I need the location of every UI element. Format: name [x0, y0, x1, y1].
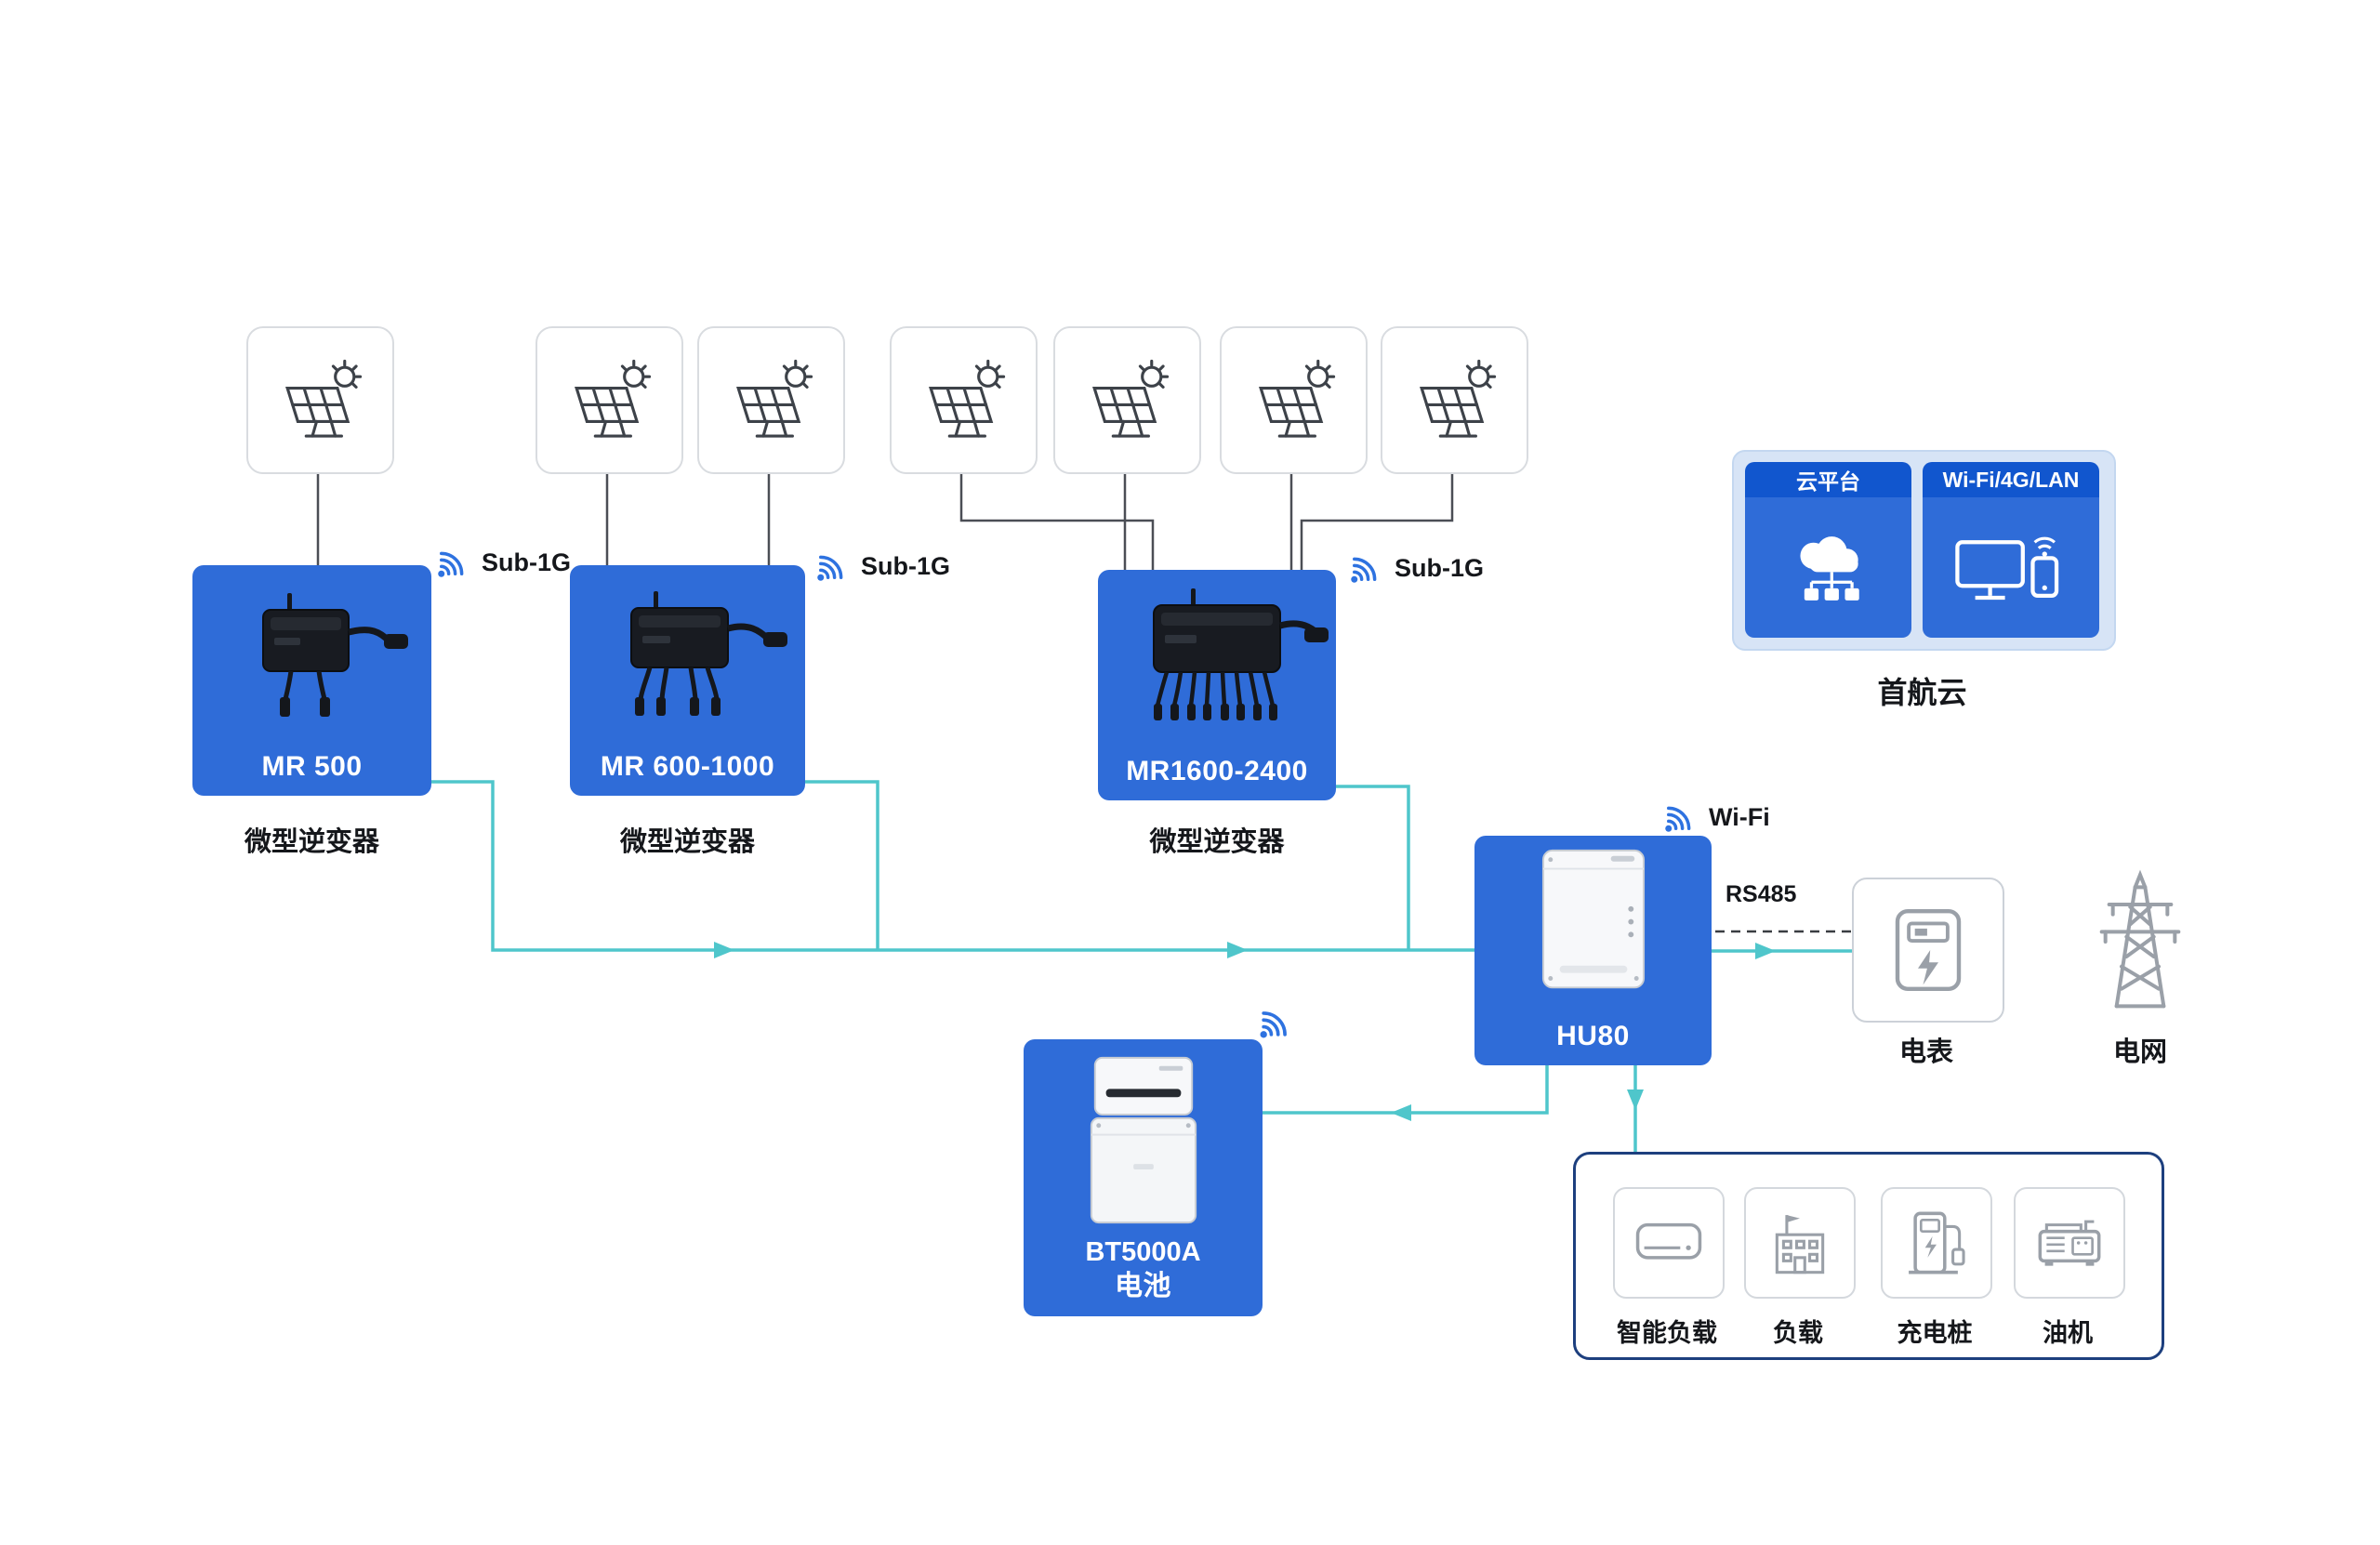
inverter-card-mr600-1000: MR 600-1000 [570, 565, 805, 796]
sub1g-label: Sub-1G [1395, 553, 1485, 582]
cloud-platform-header: 云平台 [1745, 462, 1911, 497]
sub1g-tag: Sub-1G [433, 543, 571, 582]
solar-panel-icon [246, 326, 394, 474]
load-label: 负载 [1773, 1319, 1823, 1347]
meter-box [1852, 878, 2004, 1023]
inverter-card-mr1600-2400: MR1600-2400 [1098, 570, 1336, 800]
battery-wireless-icon [1255, 1002, 1296, 1048]
inverter-name: MR 600-1000 [600, 751, 775, 782]
cloud-platform-block: 云平台 [1732, 450, 2116, 651]
sub1g-wireless-icon [1346, 548, 1385, 588]
sub1g-label: Sub-1G [482, 548, 572, 576]
cloud-network-icon [1745, 497, 1911, 638]
battery-card-bt5000a: BT5000A 电池 [1024, 1039, 1263, 1316]
load-label: 油机 [2043, 1319, 2093, 1347]
rs485-label: RS485 [1726, 881, 1797, 907]
smart-load-icon [1613, 1187, 1725, 1299]
solar-panel-icon [1381, 326, 1528, 474]
wifi-tag: Wi-Fi [1660, 798, 1770, 837]
cloud-panel: Wi-Fi/4G/LAN [1923, 462, 2099, 638]
load-label: 智能负载 [1617, 1319, 1717, 1347]
sub1g-wireless-icon [433, 543, 472, 582]
cloud-connectivity-header: Wi-Fi/4G/LAN [1923, 462, 2099, 497]
sub1g-tag: Sub-1G [813, 547, 950, 586]
inverter-product-image [192, 576, 431, 744]
solar-panel-icon [1220, 326, 1368, 474]
hub-card-hu80: HU80 [1474, 836, 1712, 1065]
hub-name: HU80 [1556, 1021, 1630, 1051]
solar-panel-icon [1053, 326, 1201, 474]
battery-name: BT5000A [1085, 1237, 1201, 1267]
cloud-panel: 云平台 [1745, 462, 1911, 638]
inverter-card-mr500: MR 500 [192, 565, 431, 796]
inverter-name: MR 500 [261, 751, 363, 782]
inverter-product-image [1098, 577, 1336, 749]
load-building-icon [1744, 1187, 1856, 1299]
hub-product-image [1474, 845, 1712, 1005]
grid-label: 电网 [2112, 1037, 2167, 1067]
meter-icon [1895, 909, 1962, 991]
solar-panel-icon [536, 326, 683, 474]
wifi-wireless-icon [1660, 798, 1699, 837]
meter-label: 电表 [1898, 1037, 1953, 1067]
cloud-caption: 首航云 [1877, 676, 1967, 709]
inverter-name: MR1600-2400 [1126, 756, 1308, 786]
solar-panel-icon [697, 326, 845, 474]
load-label: 充电桩 [1897, 1319, 1973, 1347]
ev-charger-icon [1881, 1187, 1992, 1299]
grid-tower-icon [2068, 865, 2213, 1019]
sub1g-wireless-icon [813, 547, 852, 586]
inverter-product-image [570, 576, 805, 744]
wifi-label: Wi-Fi [1709, 802, 1770, 831]
solar-panel-icon [890, 326, 1038, 474]
inverter-caption: 微型逆变器 [1149, 827, 1285, 857]
sub1g-tag: Sub-1G [1346, 548, 1484, 588]
generator-icon [2014, 1187, 2125, 1299]
monitor-phone-icon [1923, 497, 2099, 638]
inverter-caption: 微型逆变器 [244, 827, 379, 857]
battery-product-image [1024, 1052, 1263, 1231]
sub1g-label: Sub-1G [861, 551, 951, 580]
battery-type-label: 电池 [1115, 1271, 1171, 1301]
inverter-caption: 微型逆变器 [619, 827, 755, 857]
